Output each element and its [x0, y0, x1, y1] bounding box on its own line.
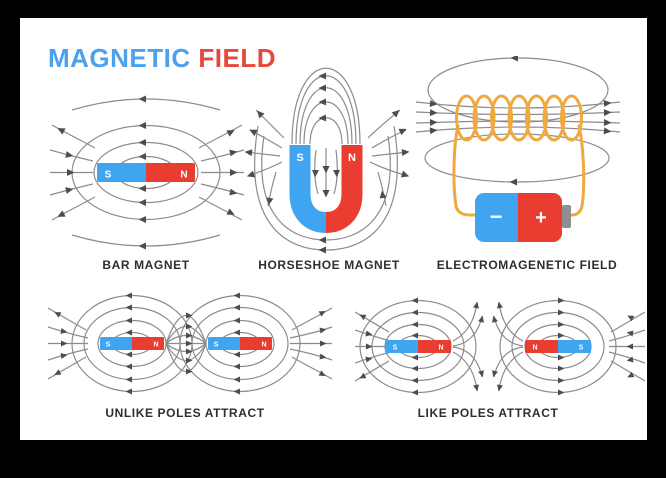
magnet1-pole-right: N [153, 342, 158, 349]
unlike-poles-magnet-2: S N [208, 337, 272, 350]
coil [455, 94, 583, 142]
battery-terminal-nub [562, 205, 571, 228]
bar-magnet-pole-n: N [180, 170, 187, 181]
horseshoe-south-arm [289, 145, 327, 233]
page-title: MAGNETIC FIELD [48, 43, 276, 74]
poster-canvas: MAGNETIC FIELD [20, 18, 647, 440]
caption-bar-magnet: BAR MAGNET [102, 258, 190, 272]
bar-magnet-field-arrows [57, 95, 238, 250]
horseshoe-magnet-diagram: S N [244, 67, 410, 254]
like-poles-magnet-1: S N [385, 340, 451, 353]
unlike-poles-magnet-1: S N [100, 337, 164, 350]
magnet2-pole-right: N [261, 342, 266, 349]
electromagnet-diagram: − + [415, 56, 621, 242]
caption-unlike-poles: UNLIKE POLES ATTRACT [105, 406, 265, 420]
caption-electromagnetic-field: ELECTROMAGENETIC FIELD [436, 258, 618, 272]
caption-like-poles: LIKE POLES ATTRACT [417, 406, 559, 420]
title-word-field: FIELD [198, 43, 277, 73]
bar-magnet-pole-s: S [105, 170, 112, 181]
like-poles-diagram: S N N S [355, 297, 645, 396]
horseshoe-magnet: S N [289, 145, 363, 233]
bar-magnet: S N [97, 163, 195, 182]
magnet2-south-half [558, 340, 591, 353]
title-word-magnetic: MAGNETIC [48, 43, 191, 73]
like-poles-field-arrows [359, 297, 635, 396]
horseshoe-north-arm [325, 145, 363, 233]
horseshoe-pole-s: S [296, 152, 303, 164]
battery: − + [475, 193, 571, 242]
circuit-wire [452, 124, 586, 217]
unlike-poles-diagram: S N S N [48, 292, 333, 395]
electromagnet-field-lines [415, 57, 621, 183]
magnet1-north-half [132, 337, 164, 350]
magnet1-pole-right: N [438, 345, 443, 352]
magnet1-pole-left: S [393, 345, 398, 352]
horseshoe-pole-n: N [348, 152, 356, 164]
bar-magnet-diagram: S N [50, 95, 245, 250]
magnet2-pole-right: S [579, 345, 584, 352]
unlike-poles-field-arrows [54, 292, 327, 395]
electromagnet-field-arrows [429, 56, 612, 186]
battery-positive-half [518, 193, 562, 242]
battery-plus-sign: + [535, 207, 547, 229]
magnet2-pole-left: N [532, 345, 537, 352]
magnet1-pole-left: S [106, 342, 111, 349]
horseshoe-field-arrows [244, 72, 410, 254]
battery-minus-sign: − [490, 204, 503, 229]
magnet2-north-half [240, 337, 272, 350]
magnet2-pole-left: S [214, 342, 219, 349]
like-poles-magnet-2: N S [525, 340, 591, 353]
magnet1-north-half [418, 340, 451, 353]
bar-magnet-north-half [146, 163, 195, 182]
caption-horseshoe-magnet: HORSESHOE MAGNET [258, 258, 400, 272]
